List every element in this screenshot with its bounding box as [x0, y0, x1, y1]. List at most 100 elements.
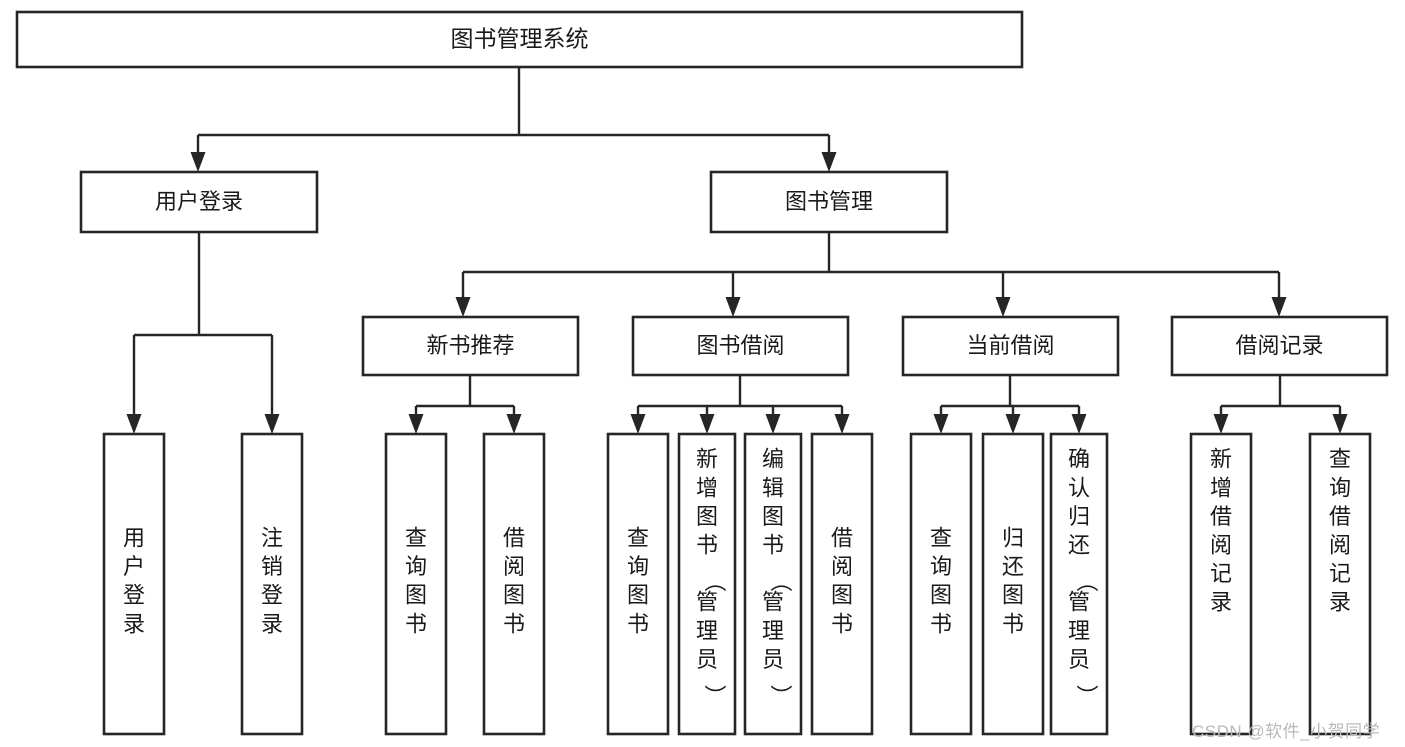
node-box[interactable] [909, 432, 973, 736]
node-label-char: 员 [696, 647, 718, 672]
node-root[interactable]: 图书管理系统 [15, 10, 1024, 69]
node-leaf-user-login[interactable]: 用户登录 [102, 432, 166, 736]
node-book-borrow[interactable]: 图书借阅 [631, 315, 850, 377]
arrow-head-icon [1271, 297, 1287, 317]
edge-userlogin-to-leaves [126, 232, 280, 434]
node-label-char: 还 [1002, 554, 1024, 579]
node-box[interactable] [1170, 315, 1389, 377]
node-label-char: 认 [1068, 475, 1090, 500]
node-label-char: ） [1074, 684, 1099, 706]
node-label-char: 查 [930, 526, 952, 551]
node-box[interactable] [384, 432, 448, 736]
node-box[interactable] [1189, 432, 1253, 736]
node-label-char: 理 [1068, 618, 1090, 643]
node-label-char: 借 [503, 526, 525, 551]
node-label-char: ） [702, 684, 727, 706]
node-label-char: 录 [261, 611, 283, 636]
node-label-char: 理 [696, 618, 718, 643]
node-label-char: 阅 [831, 554, 853, 579]
node-label-char: 书 [831, 611, 853, 636]
node-label-char: ） [768, 684, 793, 706]
node-box[interactable] [15, 10, 1024, 69]
edge-borrowrecord-to-leaves [1213, 375, 1348, 434]
edge-root-to-modules [190, 67, 837, 172]
node-box[interactable] [810, 432, 874, 736]
node-label-char: 图 [696, 504, 718, 529]
node-label-char: 图 [762, 504, 784, 529]
node-box[interactable] [482, 432, 546, 736]
arrow-head-icon [455, 297, 471, 317]
arrow-head-icon [264, 414, 280, 434]
node-label-char: 新 [1210, 447, 1232, 472]
node-label-char: 书 [503, 611, 525, 636]
node-user-login[interactable]: 用户登录 [79, 170, 319, 234]
node-box[interactable] [981, 432, 1045, 736]
node-box[interactable] [240, 432, 304, 736]
node-label-char: 管 [762, 590, 784, 615]
node-label-char: （ [1074, 570, 1099, 592]
node-label-char: 记 [1210, 561, 1232, 586]
node-label-char: 询 [627, 554, 649, 579]
node-box[interactable] [631, 315, 850, 377]
node-label-char: 查 [627, 526, 649, 551]
node-label-char: 管 [696, 590, 718, 615]
node-label: 借阅记录 [1235, 333, 1323, 358]
node-box[interactable] [1308, 432, 1372, 736]
node-label-char: 图 [627, 583, 649, 608]
arrow-head-icon [1213, 414, 1229, 434]
node-label-char: 新 [696, 447, 718, 472]
node-label-char: 书 [627, 611, 649, 636]
arrow-head-icon [1071, 414, 1087, 434]
node-label-char: 登 [261, 583, 283, 608]
node-new-book-recommend[interactable]: 新书推荐 [361, 315, 580, 377]
node-box[interactable] [102, 432, 166, 736]
node-label-char: 销 [261, 554, 283, 579]
node-box[interactable] [709, 170, 949, 234]
node-label-char: 借 [831, 526, 853, 551]
node-current-borrow[interactable]: 当前借阅 [901, 315, 1120, 377]
node-box[interactable] [677, 432, 737, 736]
node-label-char: 员 [1068, 647, 1090, 672]
node-box[interactable] [79, 170, 319, 234]
arrow-head-icon [506, 414, 522, 434]
node-label-char: 书 [930, 611, 952, 636]
node-label-char: 还 [1068, 533, 1090, 558]
arrow-head-icon [126, 414, 142, 434]
node-label-char: 查 [405, 526, 427, 551]
node-label-char: 阅 [1329, 533, 1351, 558]
node-label-char: 图 [831, 583, 853, 608]
node-box[interactable] [743, 432, 803, 736]
node-label-char: 户 [123, 554, 145, 579]
node-label-char: 编 [762, 447, 784, 472]
node-label: 图书管理 [785, 189, 873, 214]
node-label-char: 录 [1329, 590, 1351, 615]
node-box[interactable] [1049, 432, 1109, 736]
node-book-management[interactable]: 图书管理 [709, 170, 949, 234]
node-box[interactable] [606, 432, 670, 736]
node-label-char: 登 [123, 583, 145, 608]
node-label: 用户登录 [155, 189, 243, 214]
node-label-char: 阅 [503, 554, 525, 579]
node-label-char: 归 [1002, 526, 1024, 551]
node-borrow-record[interactable]: 借阅记录 [1170, 315, 1389, 377]
node-label-char: （ [702, 570, 727, 592]
node-box[interactable] [901, 315, 1120, 377]
node-label-char: 书 [762, 533, 784, 558]
node-label-char: 查 [1329, 447, 1351, 472]
node-label-char: 书 [696, 533, 718, 558]
node-label-char: 询 [405, 554, 427, 579]
node-box[interactable] [361, 315, 580, 377]
